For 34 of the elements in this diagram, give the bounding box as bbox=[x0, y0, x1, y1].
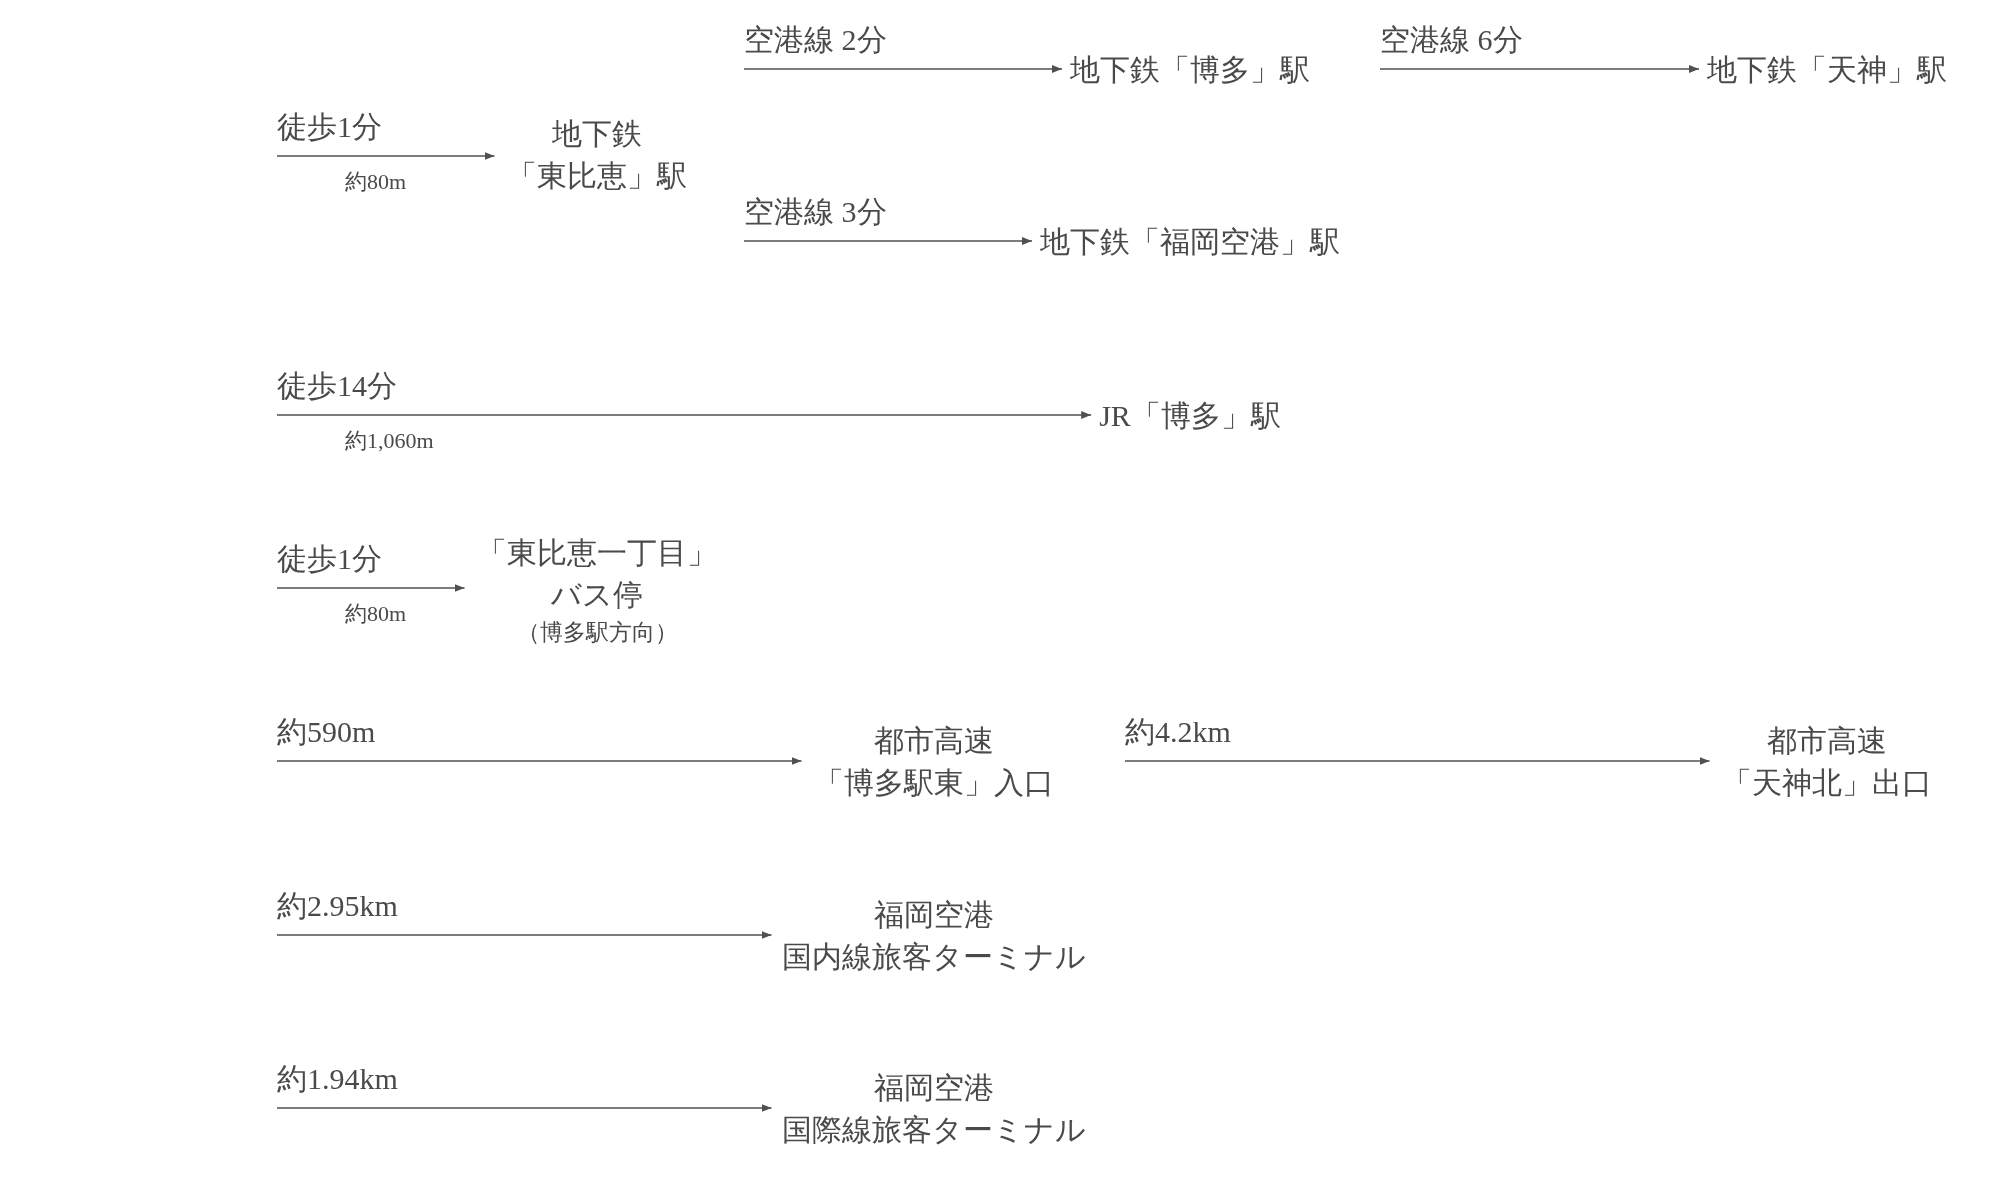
destination-name: 地下鉄「福岡空港」駅 bbox=[1040, 221, 1340, 263]
arrow bbox=[743, 65, 1063, 73]
direction-note: （博多駅方向） bbox=[515, 619, 679, 647]
destination-name: 地下鉄「東比恵」駅 bbox=[502, 113, 692, 197]
arrow bbox=[743, 237, 1033, 245]
arrow bbox=[276, 152, 496, 160]
distance-label: 約80m bbox=[345, 600, 407, 628]
destination-name: 都市高速「博多駅東」入口 bbox=[809, 720, 1059, 804]
arrow bbox=[1379, 65, 1700, 73]
edge-label: 約2.95km bbox=[277, 888, 398, 924]
edge-label: 空港線 3分 bbox=[744, 194, 887, 230]
edge-label: 空港線 2分 bbox=[744, 22, 887, 58]
arrow bbox=[1124, 757, 1711, 765]
destination-name: 地下鉄「博多」駅 bbox=[1070, 49, 1310, 91]
edge-label: 徒歩1分 bbox=[277, 541, 382, 577]
edge-label: 約1.94km bbox=[277, 1061, 398, 1097]
destination-name: 地下鉄「天神」駅 bbox=[1707, 49, 1947, 91]
arrow bbox=[276, 931, 773, 939]
edge-label: 空港線 6分 bbox=[1380, 22, 1523, 58]
distance-label: 約1,060m bbox=[345, 427, 434, 455]
edge-label: 約4.2km bbox=[1125, 714, 1231, 750]
edge-label: 徒歩1分 bbox=[277, 109, 382, 145]
destination-name: JR「博多」駅 bbox=[1099, 395, 1281, 437]
destination-name: 福岡空港国際線旅客ターミナル bbox=[779, 1067, 1089, 1151]
arrow bbox=[276, 584, 466, 592]
destination-name: 福岡空港国内線旅客ターミナル bbox=[779, 894, 1089, 978]
destination-name: 「東比恵一丁目」バス停 bbox=[476, 535, 718, 613]
arrow bbox=[276, 1104, 773, 1112]
edge-label: 徒歩14分 bbox=[277, 368, 397, 404]
arrow bbox=[276, 757, 803, 765]
edge-label: 約590m bbox=[277, 714, 376, 750]
arrow bbox=[276, 411, 1092, 419]
destination-name: 都市高速「天神北」出口 bbox=[1717, 720, 1937, 804]
distance-label: 約80m bbox=[345, 168, 407, 196]
